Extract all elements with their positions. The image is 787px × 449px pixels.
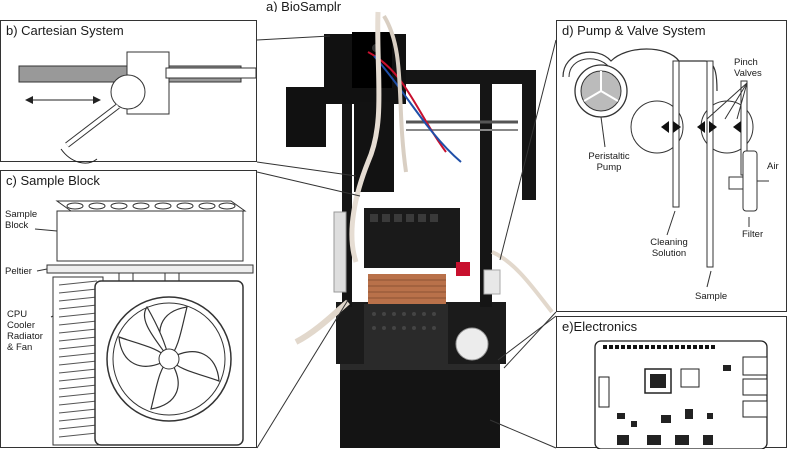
- device-base: [340, 362, 500, 448]
- panel-title: e)Electronics: [562, 319, 638, 334]
- connector-electronics: [497, 315, 557, 361]
- sample-block-diagram: [34, 200, 254, 446]
- label-cleaning-solution: Cleaning Solution: [650, 237, 688, 259]
- label-air: Air: [767, 161, 779, 172]
- label-cpu-cooler: CPU Cooler Radiator & Fan: [7, 309, 43, 353]
- photo-syringe: [333, 211, 347, 293]
- fan-blades: [118, 305, 220, 410]
- tube-sample: [706, 60, 714, 268]
- panel-cartesian-system: b) Cartesian System: [0, 20, 257, 164]
- label-sample: Sample: [695, 291, 728, 302]
- biosamplr-photo: [256, 11, 554, 448]
- raspberry-pi-diagram: [594, 340, 768, 449]
- sd-slot: [598, 376, 610, 408]
- pinch-valve-1: [630, 100, 684, 154]
- pinch-jaws: [661, 121, 741, 133]
- pump-valve-diagram: [562, 48, 769, 288]
- panel-title: d) Pump & Valve System: [562, 23, 706, 38]
- panel-electronics: e)Electronics: [556, 316, 787, 449]
- block-body: [56, 210, 244, 262]
- tubing-main: [349, 11, 382, 263]
- tubing-loop: [562, 48, 718, 92]
- connector-pump: [499, 39, 557, 261]
- motion-arrow: [60, 148, 98, 164]
- blue-wire: [373, 55, 462, 163]
- connector-cartesian: [256, 35, 331, 41]
- label-peristaltic-pump: Peristaltic Pump: [588, 151, 630, 173]
- fan-hub: [158, 348, 180, 370]
- frame-top-bar: [396, 70, 536, 84]
- tube-cleaning: [672, 60, 680, 208]
- frame-post-left: [342, 52, 352, 307]
- usb-port-2: [742, 400, 768, 418]
- gpio-header: [603, 345, 715, 349]
- photo-red-valve: [456, 262, 470, 276]
- usb-port-1: [742, 378, 768, 396]
- main-title: a) BioSamplr: [266, 0, 342, 14]
- ram-chip: [680, 368, 700, 388]
- label-filter: Filter: [742, 229, 764, 240]
- photo-pump: [455, 327, 489, 361]
- panel-title: c) Sample Block: [6, 173, 100, 188]
- connector-sample-block: [256, 171, 361, 197]
- ethernet-port: [742, 356, 768, 376]
- pulley: [110, 74, 146, 110]
- label-sample-block: Sample Block: [5, 209, 38, 231]
- panel-title: b) Cartesian System: [6, 23, 124, 38]
- wells: [66, 202, 236, 210]
- cartesian-diagram: [18, 51, 257, 164]
- label-peltier: Peltier: [5, 266, 32, 277]
- label-pinch-valves: Pinch Valves: [734, 57, 762, 79]
- panel-sample-block: c) Sample Block Sample Block Peltier CPU…: [0, 170, 257, 448]
- photo-copper-heatsink: [368, 274, 446, 304]
- panel-pump-valve-system: d) Pump & Valve System Peristaltic Pump …: [556, 20, 787, 312]
